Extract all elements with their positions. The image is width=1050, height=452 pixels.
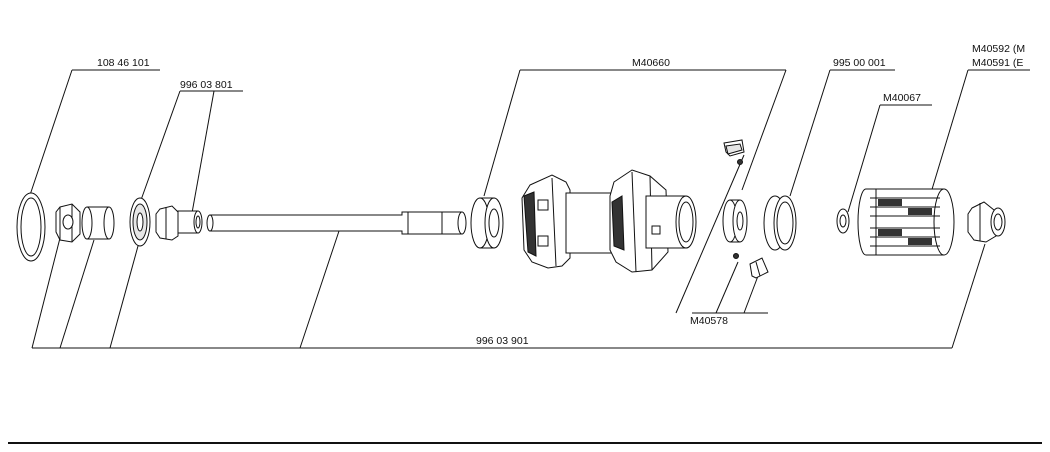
right-end-cap-part — [967, 201, 1006, 243]
label-996-03-901: 996 03 901 — [476, 335, 529, 347]
driver-bearing-part — [722, 199, 748, 243]
seal-ring-part — [763, 195, 797, 251]
label-996-03-801: 996 03 801 — [180, 79, 233, 91]
label-m40591: M40591 (E — [972, 57, 1023, 69]
seal-washer-part — [129, 197, 151, 247]
part-labels: 108 46 101 996 03 801 M40660 995 00 001 … — [97, 43, 1025, 347]
axle-part — [206, 211, 467, 235]
hub-body-part — [521, 169, 697, 273]
pawl-lower-part — [733, 253, 769, 279]
end-cap-nut-part — [155, 205, 203, 241]
lock-nut-part — [55, 203, 81, 243]
leader-lines — [8, 69, 1042, 444]
small-washer-part — [836, 208, 850, 234]
snap-ring-part — [16, 192, 46, 262]
left-bearing-part — [470, 197, 504, 249]
label-995-00-001: 995 00 001 — [833, 57, 886, 69]
freehub-body-part — [857, 188, 955, 256]
label-m40592: M40592 (M — [972, 43, 1025, 55]
label-m40578: M40578 — [690, 315, 728, 327]
label-108-46-101: 108 46 101 — [97, 57, 150, 69]
label-m40067: M40067 — [883, 92, 921, 104]
pawl-upper-part — [723, 139, 745, 165]
spacer-sleeve-part — [81, 206, 115, 240]
label-m40660: M40660 — [632, 57, 670, 69]
